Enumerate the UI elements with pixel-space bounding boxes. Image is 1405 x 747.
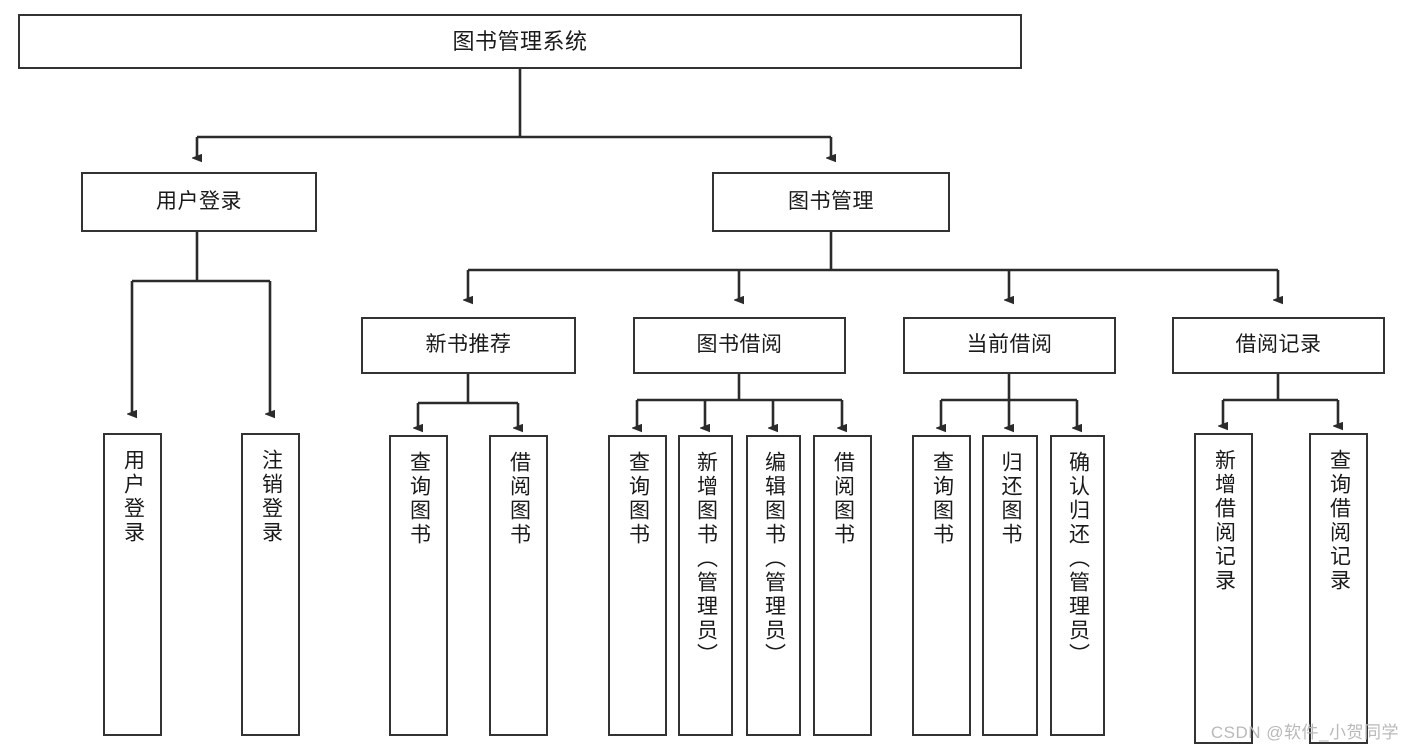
node-leaf-edit-book-admin[interactable]: 编辑图书（管理员）: [746, 435, 801, 736]
node-leaf-user-login-label: 用户登录: [121, 449, 145, 545]
csdn-watermark: CSDN @软件_小贺同学: [1210, 723, 1399, 742]
node-leaf-confirm-return-admin[interactable]: 确认归还（管理员）: [1050, 435, 1105, 736]
node-leaf-logout-label: 注销登录: [259, 449, 283, 545]
node-leaf-confirm-return-admin-label: 确认归还（管理员）: [1066, 451, 1090, 667]
node-leaf-add-borrow-record[interactable]: 新增借阅记录: [1194, 433, 1253, 744]
node-leaf-user-login[interactable]: 用户登录: [103, 433, 162, 736]
node-leaf-add-book-admin-label: 新增图书（管理员）: [694, 451, 718, 667]
node-leaf-query-book-borrow-label: 查询图书: [626, 451, 650, 547]
node-new-book-recommend[interactable]: 新书推荐: [361, 317, 576, 374]
node-root-system[interactable]: 图书管理系统: [18, 14, 1022, 69]
node-book-borrow[interactable]: 图书借阅: [633, 317, 846, 374]
node-leaf-query-book-current-label: 查询图书: [930, 451, 954, 547]
node-leaf-borrow-book[interactable]: 借阅图书: [813, 435, 872, 736]
node-book-management-label: 图书管理: [788, 189, 874, 213]
node-borrow-record-label: 借阅记录: [1235, 333, 1322, 357]
node-borrow-record[interactable]: 借阅记录: [1172, 317, 1385, 374]
node-user-login[interactable]: 用户登录: [81, 172, 317, 232]
node-leaf-add-book-admin[interactable]: 新增图书（管理员）: [678, 435, 733, 736]
node-leaf-edit-book-admin-label: 编辑图书（管理员）: [762, 451, 786, 667]
node-leaf-add-borrow-record-label: 新增借阅记录: [1212, 449, 1236, 593]
node-leaf-query-book-borrow[interactable]: 查询图书: [608, 435, 667, 736]
node-book-management[interactable]: 图书管理: [712, 172, 950, 232]
node-leaf-query-book-recommend[interactable]: 查询图书: [389, 435, 448, 736]
node-book-borrow-label: 图书借阅: [696, 333, 783, 357]
node-new-book-recommend-label: 新书推荐: [425, 333, 512, 357]
node-leaf-logout[interactable]: 注销登录: [241, 433, 300, 736]
node-leaf-query-borrow-record[interactable]: 查询借阅记录: [1309, 433, 1368, 744]
node-leaf-borrow-book-label: 借阅图书: [831, 451, 855, 547]
node-leaf-query-book-recommend-label: 查询图书: [407, 451, 431, 547]
node-leaf-query-book-current[interactable]: 查询图书: [912, 435, 971, 736]
node-leaf-query-borrow-record-label: 查询借阅记录: [1327, 449, 1351, 593]
node-current-borrow-label: 当前借阅: [966, 333, 1053, 357]
node-user-login-label: 用户登录: [156, 189, 242, 213]
node-root-system-label: 图书管理系统: [452, 28, 588, 54]
node-leaf-borrow-book-recommend-label: 借阅图书: [507, 451, 531, 547]
node-leaf-return-book-label: 归还图书: [999, 451, 1023, 547]
node-current-borrow[interactable]: 当前借阅: [903, 317, 1116, 374]
node-leaf-return-book[interactable]: 归还图书: [982, 435, 1038, 736]
node-leaf-borrow-book-recommend[interactable]: 借阅图书: [489, 435, 548, 736]
